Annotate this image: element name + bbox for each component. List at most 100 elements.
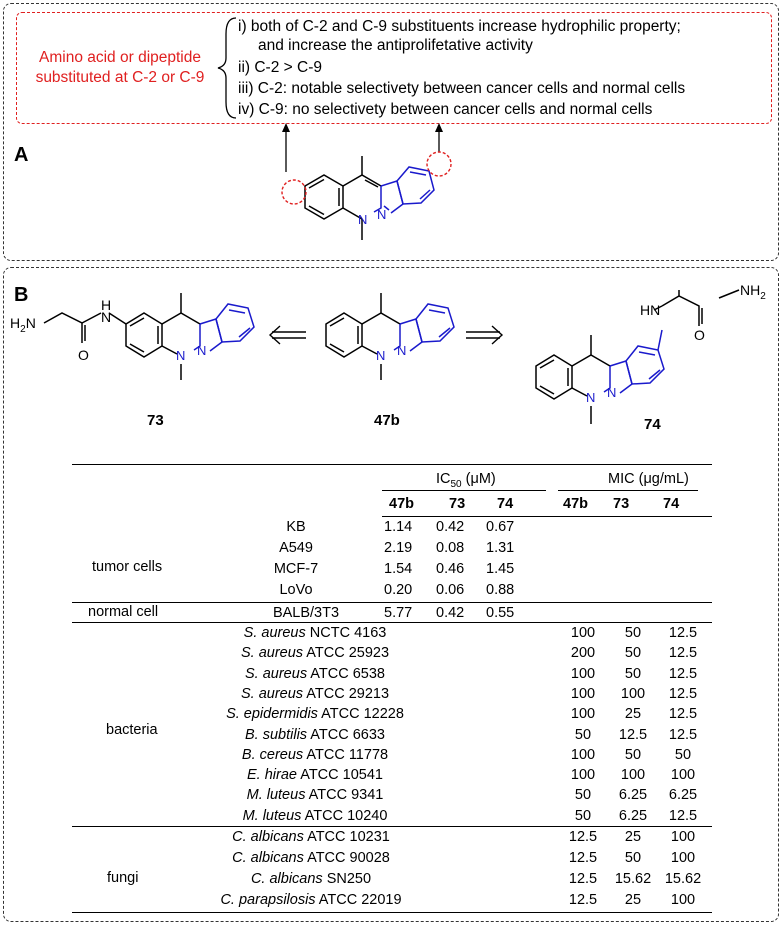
- mic-value: 6.25: [618, 787, 648, 804]
- mic-value: 12.5: [668, 645, 698, 662]
- compound-74-label: 74: [644, 416, 661, 433]
- strain-id: ATCC 12228: [317, 706, 404, 723]
- panel-a: Amino acid or dipeptide substituted at C…: [3, 3, 779, 261]
- panel-a-label: A: [14, 144, 29, 166]
- structure-scheme: H2N O H N N N N N N N HN O NH2: [10, 282, 766, 424]
- ic50-rule: [382, 490, 546, 491]
- species-name: C. parapsilosis: [220, 892, 316, 908]
- mic-value: 100: [570, 746, 596, 763]
- group-bacteria: bacteria: [106, 722, 158, 738]
- species-name: M. luteus: [246, 787, 306, 804]
- ic50-value: 0.42: [436, 519, 465, 535]
- mic-value: 100: [670, 829, 696, 845]
- mic-value: 12.5: [668, 706, 698, 723]
- normal-rule: [72, 622, 712, 623]
- mic-value: 100: [570, 665, 596, 682]
- mic-value: 12.5: [668, 807, 698, 824]
- mic-value: 12.5: [568, 892, 598, 908]
- mic-value: 100: [670, 767, 696, 784]
- group-fungi: fungi: [107, 870, 139, 886]
- ic50-value: 0.88: [486, 582, 515, 598]
- bacteria-row-organism: S. aureus ATCC 6538: [165, 665, 465, 683]
- bacteria-row-organism: M. luteus ATCC 10240: [165, 807, 465, 825]
- mic-value: 50: [574, 787, 592, 804]
- mic-col-47b: 47b: [563, 496, 588, 512]
- mic-value: 100: [570, 706, 596, 723]
- bacteria-rule: [72, 826, 712, 827]
- ic50-value: 0.67: [486, 519, 515, 535]
- bacteria-row-organism: S. aureus ATCC 29213: [165, 685, 465, 703]
- mic-value: 50: [674, 746, 692, 763]
- scaffold-n2-atom: N: [377, 207, 386, 222]
- ic50-value: 1.14: [384, 519, 413, 535]
- strain-id: ATCC 29213: [303, 685, 390, 702]
- mic-value: 50: [624, 850, 642, 866]
- panel-b: B: [3, 267, 779, 922]
- species-name: S. epidermidis: [226, 706, 318, 723]
- panel-b-label: B: [14, 284, 29, 306]
- mic-value: 50: [574, 726, 592, 743]
- strain-id: ATCC 22019: [315, 892, 402, 908]
- normal-row-name: BALB/3T3: [272, 605, 340, 621]
- mic-value: 100: [670, 850, 696, 866]
- mic-value: 25: [624, 829, 642, 845]
- mic-value: 6.25: [668, 787, 698, 804]
- strain-id: ATCC 6633: [307, 726, 385, 743]
- group-tumor-cells: tumor cells: [92, 559, 163, 575]
- species-name: C. albicans: [232, 850, 304, 866]
- species-name: M. luteus: [242, 807, 302, 824]
- c74-o-atom: O: [694, 327, 705, 343]
- mic-value: 50: [624, 665, 642, 682]
- strain-id: ATCC 9341: [305, 787, 384, 804]
- bacteria-row-organism: B. subtilis ATCC 6633: [165, 726, 465, 744]
- compound-47b-label: 47b: [374, 412, 400, 429]
- sar-rule-4: iv) C-9: no selectivety between cancer c…: [238, 101, 653, 118]
- bacteria-row-organism: E. hirae ATCC 10541: [165, 766, 465, 784]
- sar-rule-1-cont: and increase the antiprolifetative activ…: [258, 37, 533, 54]
- c73-h2n-label: H2N: [10, 315, 36, 335]
- sar-title-line1: Amino acid or dipeptide: [39, 49, 201, 66]
- bacteria-row-organism: S. aureus ATCC 25923: [165, 644, 465, 662]
- mic-value: 12.5: [668, 625, 698, 641]
- ic50-value: 5.77: [384, 605, 413, 621]
- scaffold-n-atom: N: [358, 212, 367, 227]
- strain-id: ATCC 6538: [307, 665, 385, 682]
- strain-id: ATCC 10541: [297, 767, 383, 784]
- mic-value: 12.5: [668, 726, 698, 743]
- ic50-value: 1.31: [486, 540, 515, 556]
- tumor-row-name: KB: [286, 519, 306, 535]
- species-name: B. cereus: [241, 746, 304, 763]
- species-name: B. subtilis: [245, 726, 308, 743]
- mic-value: 12.5: [618, 726, 648, 743]
- sar-title-line2: substituted at C-2 or C-9: [35, 69, 205, 86]
- ic50-col-47b: 47b: [389, 496, 414, 512]
- c73-n-amide: N: [101, 309, 111, 325]
- ic50-value: 0.06: [436, 582, 465, 598]
- mic-col-73: 73: [613, 496, 630, 512]
- mic-value: 15.62: [614, 871, 652, 887]
- strain-id: ATCC 11778: [303, 746, 389, 763]
- mic-value: 12.5: [568, 829, 598, 845]
- sar-rule-3: iii) C-2: notable selectivety between ca…: [238, 80, 686, 97]
- c47b-n-atom: N: [376, 348, 385, 363]
- species-name: S. aureus: [240, 645, 304, 662]
- ic50-value: 0.42: [436, 605, 465, 621]
- strain-id: SN250: [322, 871, 372, 887]
- strain-id: ATCC 90028: [303, 850, 390, 866]
- mic-value: 25: [624, 892, 642, 908]
- c73-o-atom: O: [78, 347, 89, 363]
- sar-brace-and-arrows: [217, 17, 443, 172]
- mic-value: 100: [570, 685, 596, 702]
- ic50-value: 1.45: [486, 561, 515, 577]
- mic-value: 50: [624, 746, 642, 763]
- species-name: C. albicans: [232, 829, 304, 845]
- ic50-header: IC50 (μM): [436, 471, 496, 490]
- mic-value: 12.5: [568, 871, 598, 887]
- mic-value: 25: [624, 706, 642, 723]
- sar-rule-2: ii) C-2 > C-9: [238, 59, 322, 76]
- c74-n2-atom: N: [607, 385, 616, 400]
- header-bottom-rule: [382, 516, 712, 517]
- c74-n-atom: N: [586, 390, 595, 405]
- fungi-row-organism: C. parapsilosis ATCC 22019: [161, 891, 461, 909]
- table-top-rule: [72, 464, 712, 465]
